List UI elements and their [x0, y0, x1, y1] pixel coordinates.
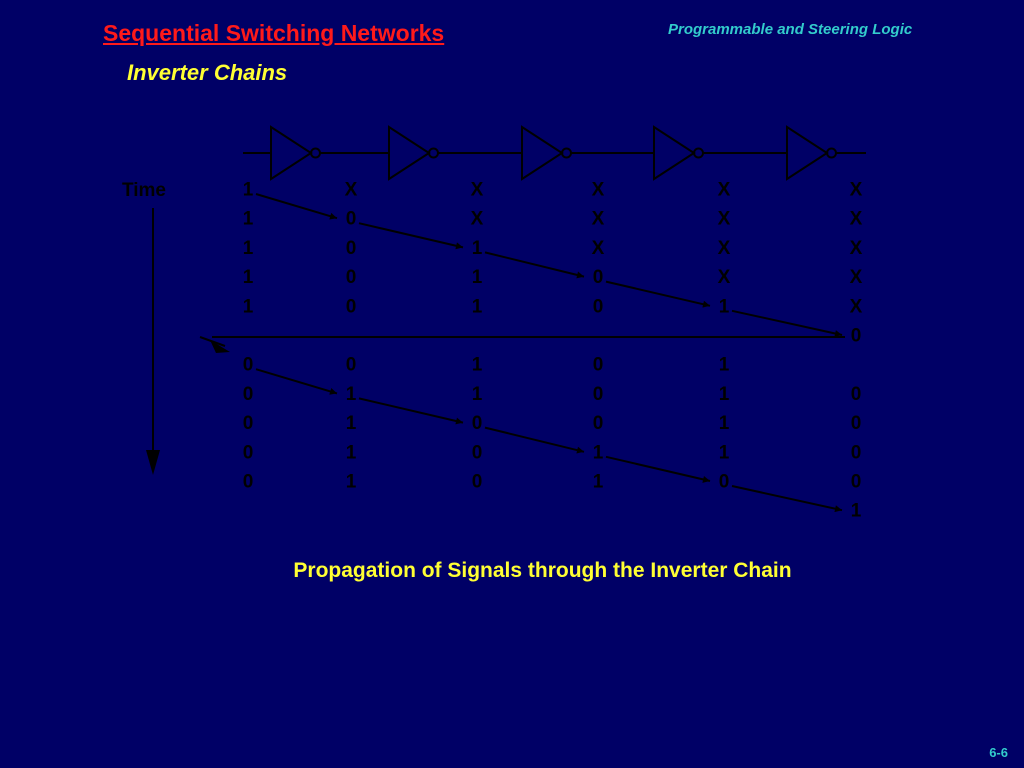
signal-value: X	[850, 267, 863, 288]
signal-value: 1	[243, 209, 254, 230]
signal-value: 1	[472, 267, 483, 288]
signal-value: 1	[851, 501, 862, 522]
caption: Propagation of Signals through the Inver…	[293, 559, 792, 582]
signal-value: 1	[719, 296, 730, 317]
propagation-arrow	[731, 309, 843, 337]
signal-value: X	[718, 238, 731, 259]
signal-value: 0	[346, 267, 357, 288]
signal-value: 0	[472, 472, 483, 493]
propagation-arrow	[358, 222, 464, 250]
signal-value: 0	[346, 355, 357, 376]
signal-value: 1	[719, 442, 730, 463]
slide-title: Sequential Switching Networks	[103, 20, 445, 46]
propagation-arrow	[731, 485, 843, 513]
signal-value: 0	[851, 326, 862, 347]
signal-value: 1	[472, 238, 483, 259]
page-number: 6-6	[989, 745, 1008, 760]
signal-value: 0	[851, 384, 862, 405]
propagation-arrow	[605, 280, 711, 308]
signal-value: 1	[472, 355, 483, 376]
inverter-chain	[243, 125, 866, 181]
signal-value: 0	[243, 413, 254, 434]
signal-value: 0	[851, 413, 862, 434]
signal-value: X	[592, 209, 605, 230]
signal-value: 1	[243, 267, 254, 288]
signal-value: 1	[243, 238, 254, 259]
signal-value: 1	[593, 472, 604, 493]
signal-value: 1	[346, 472, 357, 493]
signal-value: X	[592, 180, 605, 201]
signal-value: 0	[593, 413, 604, 434]
propagation-arrow	[605, 455, 711, 483]
propagation-arrow	[358, 397, 464, 425]
signal-value: X	[471, 209, 484, 230]
signal-value: 1	[243, 180, 254, 201]
inverter-gate	[786, 125, 829, 181]
signal-value: 1	[346, 384, 357, 405]
signal-value: 0	[243, 355, 254, 376]
signal-value: 0	[593, 296, 604, 317]
signal-value: 0	[593, 355, 604, 376]
course-title: Programmable and Steering Logic	[668, 21, 913, 38]
inverter-gate	[653, 125, 696, 181]
signal-value: 0	[472, 413, 483, 434]
inverter-gate	[388, 125, 431, 181]
signal-value: X	[718, 209, 731, 230]
signal-value: 1	[593, 442, 604, 463]
signal-value: X	[345, 180, 358, 201]
signal-value: 0	[346, 296, 357, 317]
time-axis-arrowhead	[146, 450, 160, 475]
time-axis: Time	[122, 180, 166, 475]
signal-value: 1	[472, 384, 483, 405]
signal-value: 1	[243, 296, 254, 317]
signal-value: X	[850, 209, 863, 230]
signal-value: 0	[851, 442, 862, 463]
signal-value: X	[718, 180, 731, 201]
propagation-arrow	[484, 251, 585, 279]
signal-value: X	[850, 180, 863, 201]
signal-value: X	[471, 180, 484, 201]
signal-value: 1	[719, 355, 730, 376]
feedback-arrowhead	[210, 340, 230, 353]
signal-value: X	[718, 267, 731, 288]
signal-value: X	[850, 296, 863, 317]
signal-value: 0	[243, 442, 254, 463]
signal-value: 1	[719, 384, 730, 405]
signal-value: 0	[346, 238, 357, 259]
signal-value: 0	[346, 209, 357, 230]
slide-subtitle: Inverter Chains	[127, 60, 288, 85]
signal-value: 0	[243, 472, 254, 493]
signal-value: 1	[719, 413, 730, 434]
signal-value: 0	[593, 384, 604, 405]
signal-value: X	[592, 238, 605, 259]
signal-value: 0	[719, 472, 730, 493]
propagation-arrow	[255, 193, 338, 220]
signal-value: 0	[472, 442, 483, 463]
signal-value: 0	[593, 267, 604, 288]
propagation-arrows	[255, 193, 843, 513]
signal-value: 1	[346, 442, 357, 463]
inverter-gate	[521, 125, 564, 181]
time-axis-label: Time	[122, 180, 166, 201]
signal-value: 1	[346, 413, 357, 434]
signal-value: X	[850, 238, 863, 259]
propagation-arrow	[255, 368, 338, 395]
signal-value: 0	[243, 384, 254, 405]
propagation-arrow	[484, 426, 585, 454]
signal-value: 0	[851, 472, 862, 493]
signal-value: 1	[472, 296, 483, 317]
feedback-path	[199, 336, 845, 353]
inverter-gate	[270, 125, 313, 181]
